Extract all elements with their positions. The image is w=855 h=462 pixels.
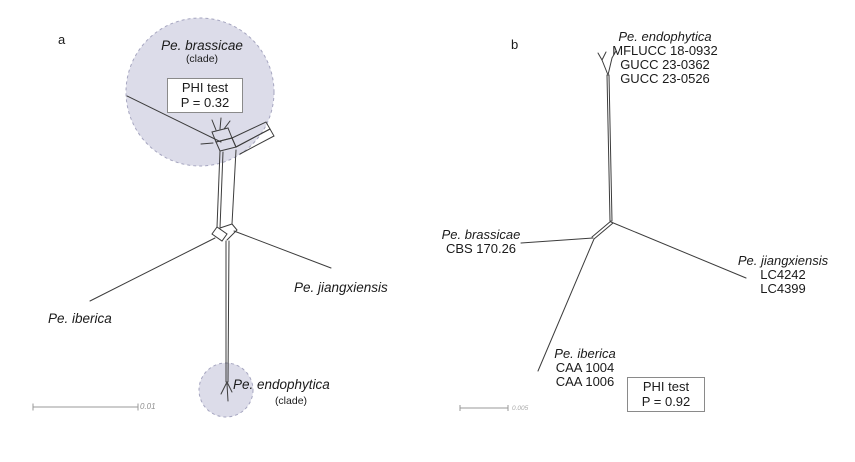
panel-a-letter: a <box>58 32 66 47</box>
species-name-brassicae-b: Pe. brassicae <box>441 227 521 242</box>
species-name-iberica-b: Pe. iberica <box>554 346 616 361</box>
phi-test-title-b: PHI test <box>642 379 690 394</box>
panel-a-network <box>89 95 332 402</box>
strain-label: MFLUCC 18-0932 <box>612 43 718 58</box>
species-name-iberica-a: Pe. iberica <box>48 311 112 326</box>
strain-label: LC4242 <box>760 267 806 282</box>
taxon-block-brassicae-b: Pe. brassicae CBS 170.26 <box>431 228 531 256</box>
phi-test-pvalue-a: P = 0.32 <box>180 95 230 110</box>
scale-bar-b <box>459 405 509 411</box>
phi-test-pvalue-b: P = 0.92 <box>641 394 691 409</box>
species-name-jiangxiensis-b: Pe. jiangxiensis <box>737 253 829 268</box>
phi-test-box-a: PHI test P = 0.32 <box>167 78 243 113</box>
phi-test-title-a: PHI test <box>181 80 229 95</box>
taxon-block-jiangxiensis-b: Pe. jiangxiensis LC4242 LC4399 <box>731 254 835 296</box>
species-name-jiangxiensis-a: Pe. jiangxiensis <box>294 280 388 295</box>
panel-b-network <box>520 50 747 372</box>
scale-value-b: 0.005 <box>512 405 529 412</box>
scale-value-a: 0.01 <box>140 402 156 411</box>
taxon-block-iberica-b: Pe. iberica CAA 1004 CAA 1006 <box>535 347 635 389</box>
clade-sublabel-endophytica: (clade) <box>274 395 308 407</box>
scale-bar-a <box>32 403 139 411</box>
strain-label: CAA 1006 <box>555 374 615 389</box>
species-name-endophytica-a: Pe. endophytica <box>233 377 330 392</box>
clade-label-brassicae: Pe. brassicae (clade) <box>142 38 262 65</box>
clade-sublabel-brassicae: (clade) <box>185 53 219 65</box>
species-name-endophytica-b: Pe. endophytica <box>618 29 712 44</box>
strain-label: LC4399 <box>760 281 806 296</box>
phi-test-box-b: PHI test P = 0.92 <box>627 377 705 412</box>
panel-b-letter: b <box>511 37 519 52</box>
strain-label: CBS 170.26 <box>445 241 517 256</box>
species-name-brassicae-a: Pe. brassicae <box>161 38 243 53</box>
strain-label: GUCC 23-0526 <box>620 71 710 86</box>
strain-label: GUCC 23-0362 <box>620 57 710 72</box>
taxon-block-endophytica-b: Pe. endophytica MFLUCC 18-0932 GUCC 23-0… <box>595 30 735 86</box>
strain-label: CAA 1004 <box>555 360 615 375</box>
